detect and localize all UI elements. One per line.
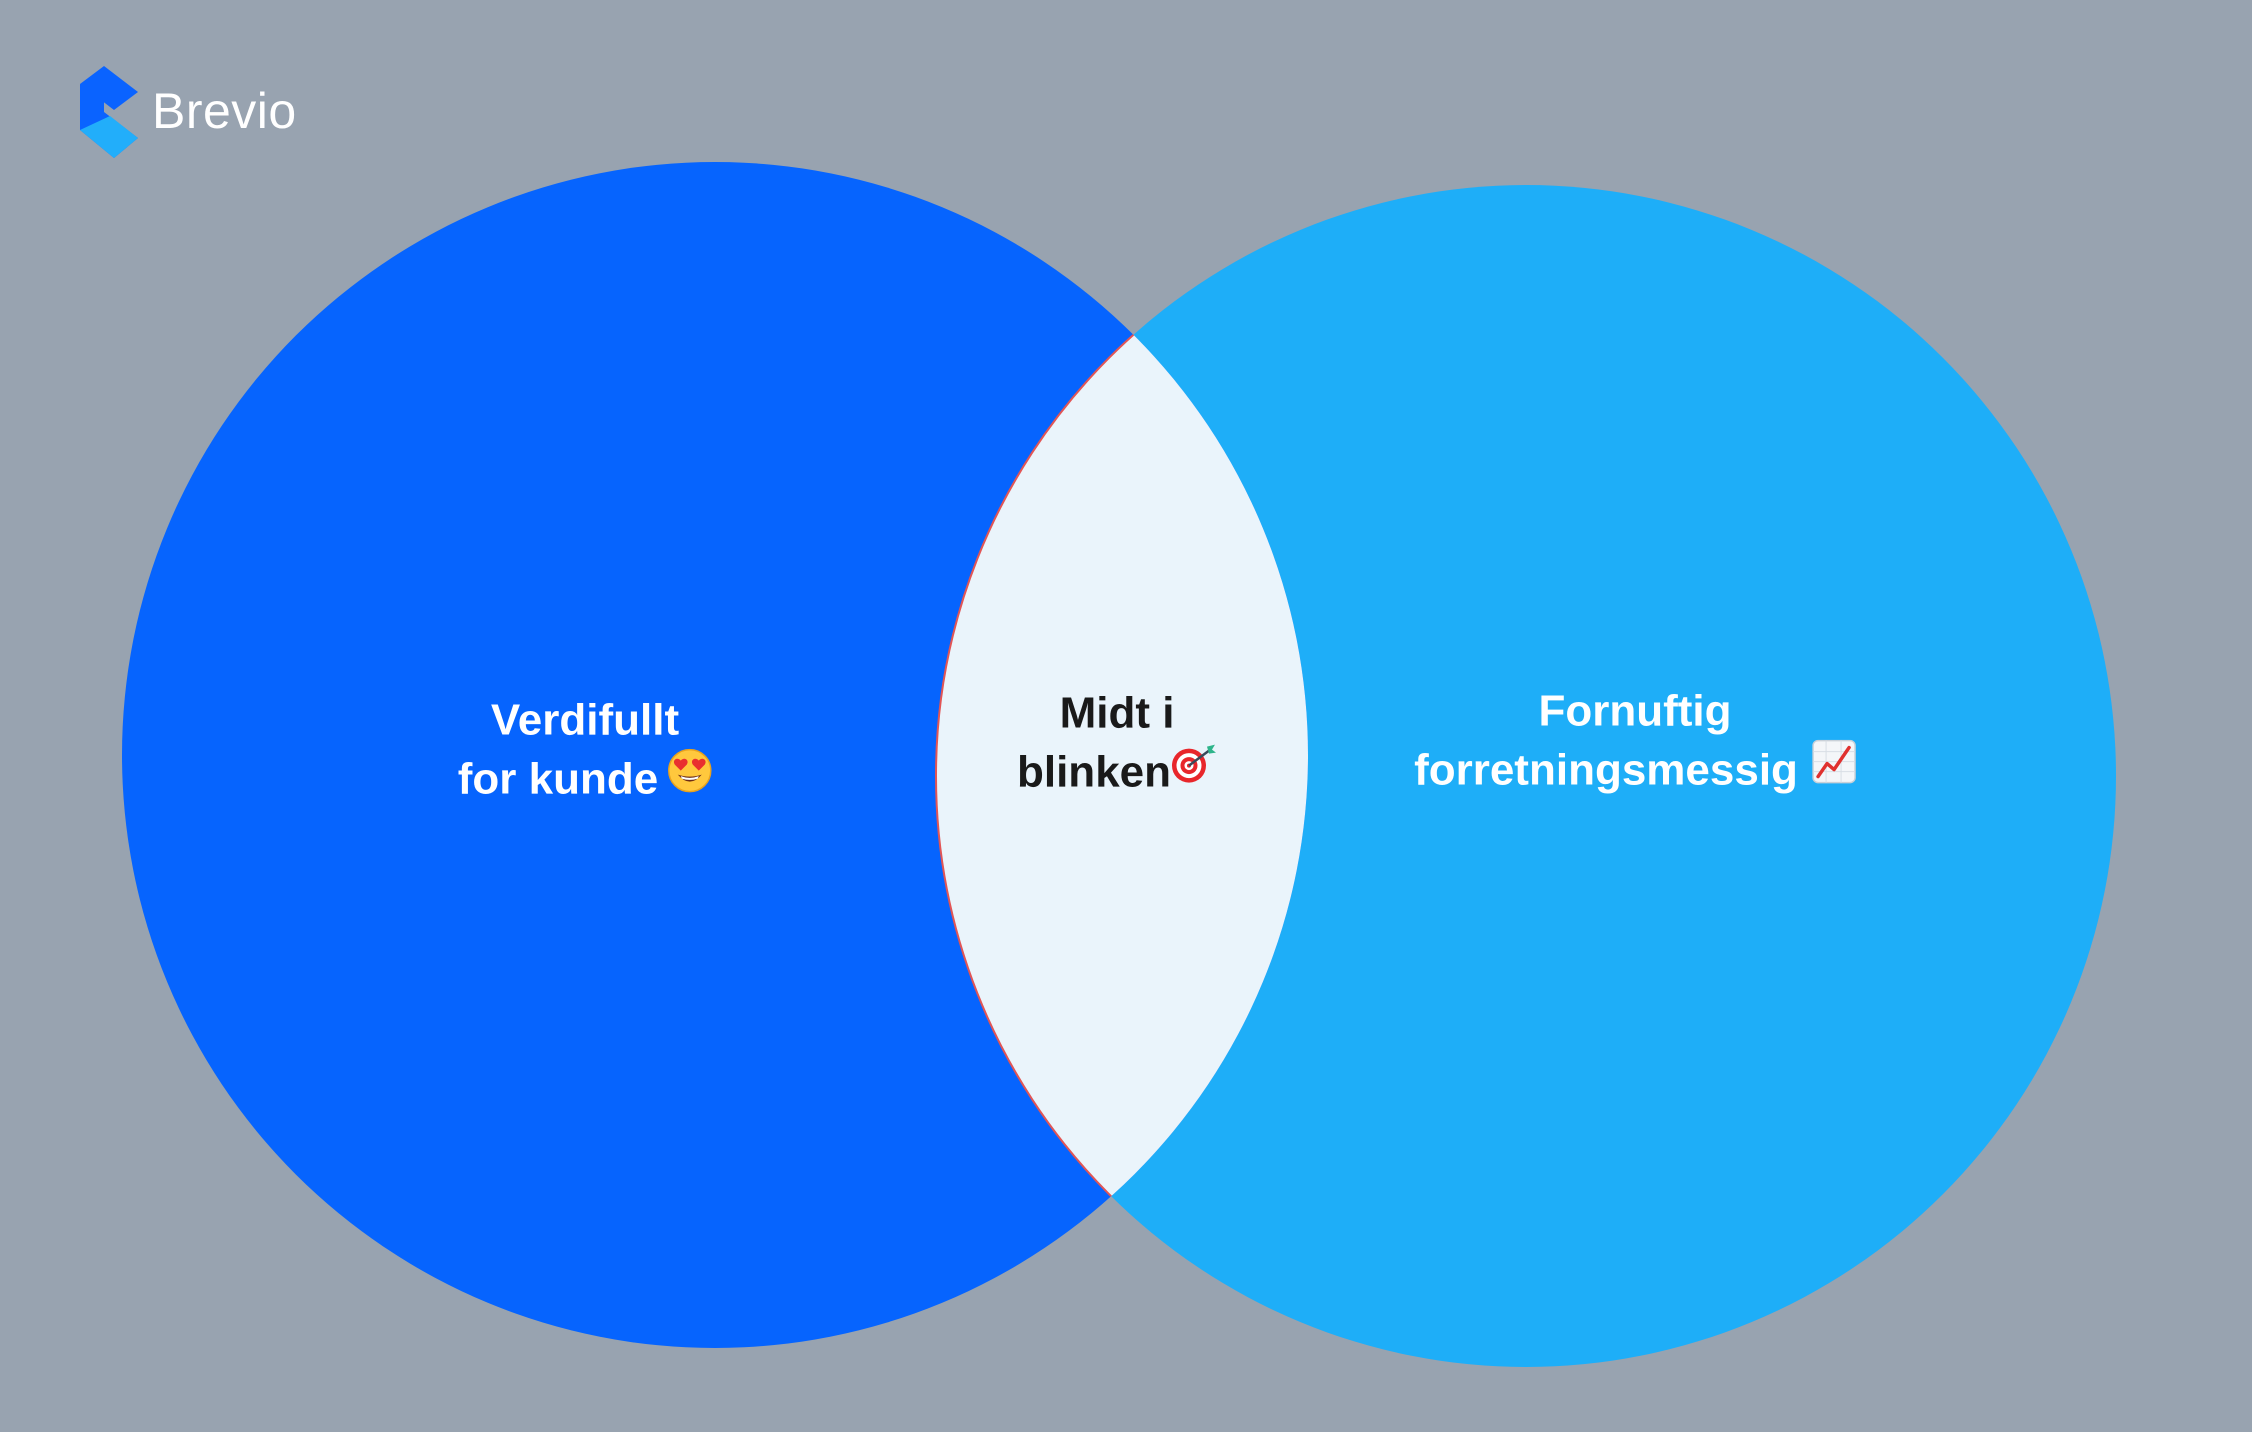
set-label-right-line-2: forretningsmessig [1414, 739, 1856, 803]
heart-eyes-emoji-icon [668, 748, 712, 807]
set-label-right-line-2-text: forretningsmessig [1414, 745, 1798, 795]
brevio-logo-icon [80, 66, 138, 158]
chart-increasing-emoji-icon [1812, 739, 1856, 798]
set-label-left-line-2: for kunde [457, 748, 712, 812]
brand-logo: Brevio [80, 66, 297, 158]
set-label-right: Fornuftig forretningsmessig [1414, 682, 1856, 803]
intersection-label-line-2-text: blinken [1016, 747, 1172, 797]
set-label-left-line-1: Verdifullt [490, 695, 680, 745]
intersection-label-line-1: Midt i [1059, 688, 1175, 738]
set-label-right-line-1: Fornuftig [1538, 686, 1732, 736]
intersection-label: Midt i blinken [1017, 684, 1217, 805]
brand-name: Brevio [152, 83, 297, 139]
set-label-left: Verdifullt for kunde [458, 691, 712, 812]
intersection-label-line-2: blinken [1017, 743, 1217, 805]
set-label-left-line-2-text: for kunde [457, 754, 659, 804]
target-emoji-icon [1171, 741, 1217, 800]
